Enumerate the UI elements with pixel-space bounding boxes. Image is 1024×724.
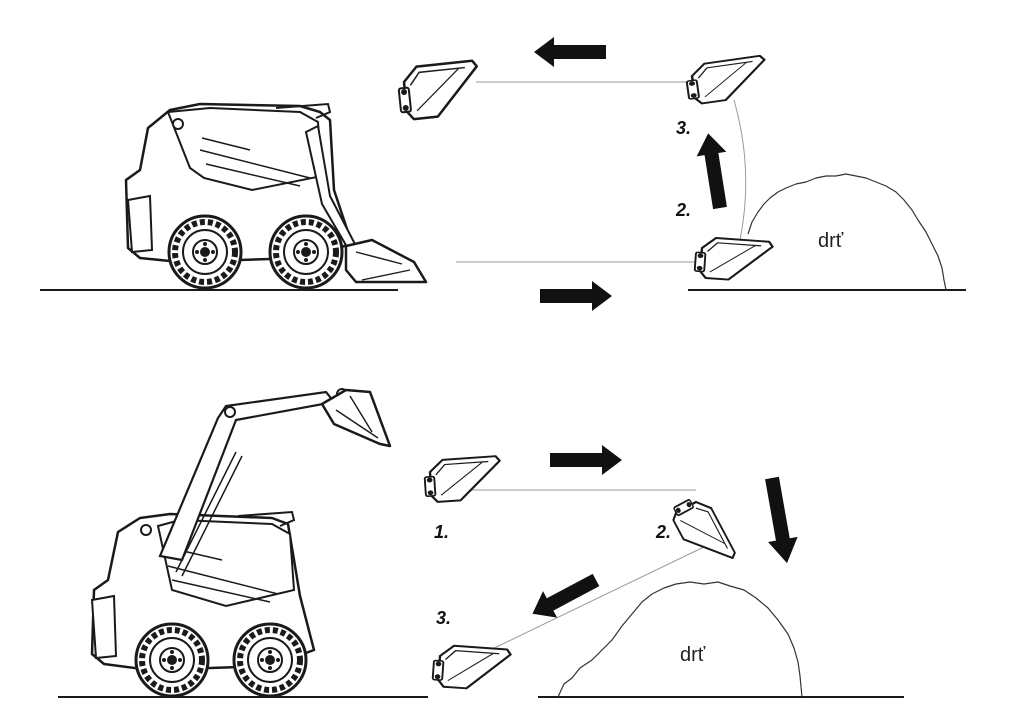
arrow-icon <box>757 475 802 566</box>
arrow-icon <box>534 37 606 67</box>
material-label: drť <box>680 644 706 666</box>
arrow-icon <box>693 130 735 211</box>
material-label: drť <box>818 230 844 252</box>
wheel-icon <box>169 216 241 288</box>
arrow-icon <box>540 281 612 311</box>
bucket-icon <box>693 235 775 284</box>
step-label-3: 3. <box>676 118 692 138</box>
skid-steer-loader-icon <box>90 388 392 696</box>
step-label-2: 2. <box>676 200 692 220</box>
arrow-icon <box>550 445 622 475</box>
bucket-icon <box>431 643 513 693</box>
wheel-icon <box>234 624 306 696</box>
wheel-icon <box>136 624 208 696</box>
bucket-icon <box>422 454 504 504</box>
step-label-2: 2. <box>656 522 672 542</box>
step-label-1: 1. <box>434 522 450 542</box>
step-label-3: 3. <box>436 608 452 628</box>
bottom-panel <box>58 388 904 698</box>
skid-steer-loader-icon <box>124 102 428 288</box>
bucket-icon <box>683 54 771 107</box>
bucket-icon <box>395 59 483 122</box>
guide-line <box>733 99 747 241</box>
wheel-icon <box>270 216 342 288</box>
guide-line <box>485 545 707 653</box>
arrow-icon <box>525 566 604 628</box>
material-pile <box>557 581 803 698</box>
top-panel <box>40 37 966 311</box>
material-pile <box>747 173 947 291</box>
bucket-icon <box>667 491 738 576</box>
